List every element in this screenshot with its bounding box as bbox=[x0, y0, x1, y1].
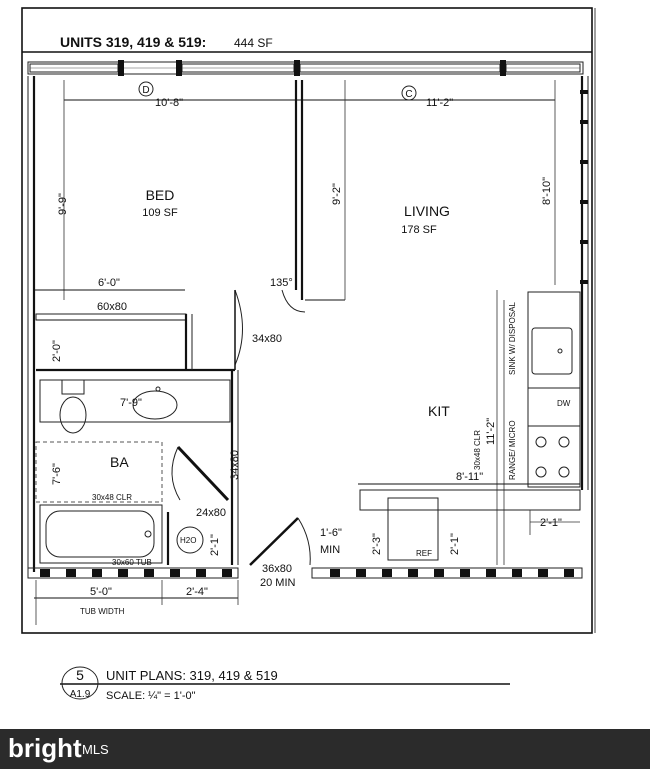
mls-label: MLS bbox=[82, 742, 109, 757]
scale-value: ¼" = 1'-0" bbox=[148, 690, 196, 702]
bright-logo: bright bbox=[8, 733, 82, 763]
angle-label: 135° bbox=[270, 277, 293, 289]
scale-label: SCALE: bbox=[106, 690, 145, 702]
range-label: RANGE/ MICRO bbox=[508, 420, 517, 480]
grid-marker-d bbox=[138, 81, 154, 97]
wh-width-dim: 2'-4" bbox=[186, 586, 208, 598]
right-wall-hatch bbox=[580, 90, 588, 284]
closet-door-dim: 60x80 bbox=[97, 301, 127, 313]
min-label: MIN bbox=[320, 544, 340, 556]
bed-height-dim: 9'-9" bbox=[57, 193, 69, 215]
dw-label: DW bbox=[557, 399, 571, 408]
vanity-dim: 7'-9" bbox=[120, 397, 142, 409]
tub-size-label: 30x60 TUB bbox=[112, 558, 152, 567]
kit-depth-dim: 11'-2" bbox=[485, 418, 497, 445]
top-wall bbox=[27, 60, 584, 76]
wh-door-dim: 24x80 bbox=[196, 507, 226, 519]
bed-room-area: 109 SF bbox=[142, 207, 178, 219]
tub-clr-label: 30x48 CLR bbox=[92, 493, 132, 502]
kit-clr-label: 30x48 CLR bbox=[473, 430, 482, 470]
counter-ext-dim: 2'-1" bbox=[540, 517, 562, 529]
wh-depth-dim: 2'-1" bbox=[209, 534, 221, 556]
sink-label: SINK W/ DISPOSAL bbox=[508, 302, 517, 375]
bath-door-dim: 34x80 bbox=[229, 450, 241, 480]
living-room-name: LIVING bbox=[404, 203, 450, 219]
title-text: UNIT PLANS: 319, 419 & 519 bbox=[106, 668, 278, 683]
bed-door-dim: 34x80 bbox=[252, 333, 282, 345]
entry-door bbox=[249, 517, 299, 566]
title-block bbox=[60, 666, 510, 700]
entry-door-dim: 36x80 bbox=[262, 563, 292, 575]
ref-label: REF bbox=[416, 549, 432, 558]
unit-area: 444 SF bbox=[234, 36, 273, 50]
closet-width-dim: 6'-0" bbox=[98, 277, 120, 289]
living-height-dim: 8'-10" bbox=[541, 177, 553, 205]
bath-height-dim: 7'-6" bbox=[51, 463, 63, 485]
ref-depth-dim: 2'-3" bbox=[371, 533, 383, 555]
tub-clearance bbox=[35, 441, 163, 503]
bath-door-swing bbox=[171, 446, 181, 501]
bed-room-name: BED bbox=[146, 187, 175, 203]
svg-text:D: D bbox=[142, 85, 149, 96]
bottom-wall bbox=[27, 567, 583, 579]
min-dim: 1'-6" bbox=[320, 527, 342, 539]
wall-height-dim: 9'-2" bbox=[331, 183, 343, 205]
kit-width-dim: 8'-11" bbox=[456, 471, 483, 483]
partition-wall bbox=[281, 80, 346, 313]
bathtub bbox=[39, 504, 163, 564]
water-heater-closet bbox=[166, 370, 239, 565]
peninsula bbox=[359, 489, 581, 561]
entry-min-label: 20 MIN bbox=[260, 577, 296, 589]
closet-depth-dim: 2'-0" bbox=[51, 340, 63, 362]
closet bbox=[35, 313, 235, 372]
living-room-area: 178 SF bbox=[401, 224, 437, 236]
sheet-frame bbox=[21, 7, 593, 634]
bed-width-dim: 10'-8" bbox=[155, 97, 183, 109]
unit-title: UNITS 319, 419 & 519: bbox=[60, 34, 206, 50]
living-width-dim: 11'-2" bbox=[426, 97, 453, 109]
svg-text:C: C bbox=[405, 89, 412, 100]
water-heater-label: H2O bbox=[180, 536, 196, 545]
tub-width-dim: 5'-0" bbox=[90, 586, 112, 598]
tub-width-label: TUB WIDTH bbox=[80, 607, 125, 616]
ref-width-dim: 2'-1" bbox=[449, 533, 461, 555]
kit-room-name: KIT bbox=[428, 403, 450, 419]
bath-room-name: BA bbox=[110, 454, 129, 470]
kitchen-counter bbox=[496, 290, 581, 565]
vanity bbox=[39, 379, 231, 434]
bed-door-swing bbox=[234, 289, 243, 366]
title-sheet: A1.9 bbox=[70, 689, 91, 700]
title-number: 5 bbox=[76, 667, 84, 683]
watermark-bar bbox=[0, 729, 650, 769]
